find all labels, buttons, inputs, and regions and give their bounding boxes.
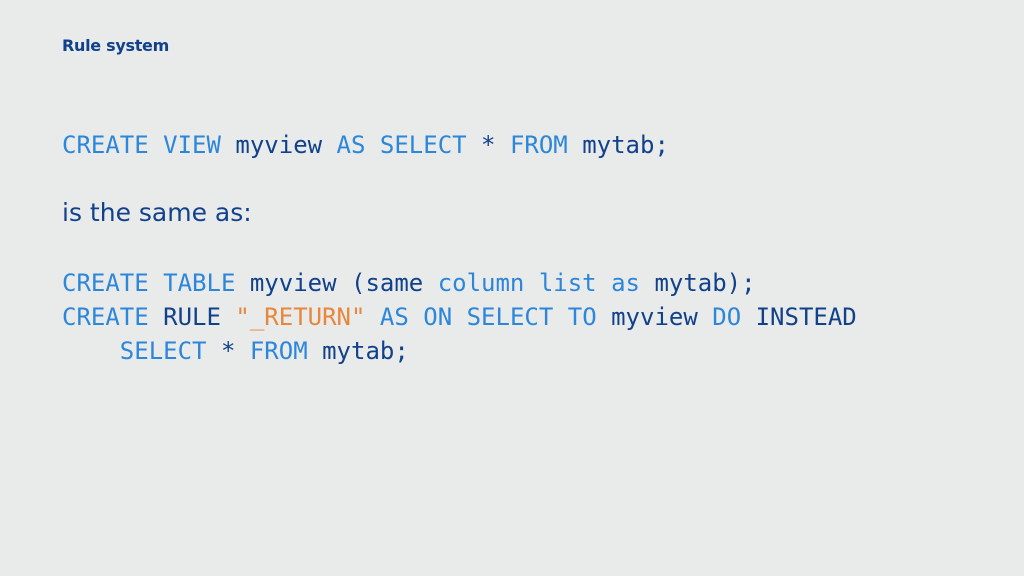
code-token-keyword: CREATE TABLE [62, 269, 250, 297]
code-line: CREATE TABLE myview (same column list as… [62, 266, 857, 300]
code-line: CREATE VIEW myview AS SELECT * FROM myta… [62, 128, 669, 162]
code-token-keyword: DO [712, 303, 756, 331]
code-token-identifier: * [481, 131, 510, 159]
code-token-identifier: mytab; [582, 131, 669, 159]
code-token-identifier: RULE [163, 303, 236, 331]
slide-title: Rule system [62, 36, 169, 55]
code-token-identifier: mytab; [322, 337, 409, 365]
code-block-create-rule: CREATE TABLE myview (same column list as… [62, 266, 857, 368]
code-token-keyword: AS SELECT [336, 131, 482, 159]
code-token-keyword: FROM [509, 131, 583, 159]
code-line: SELECT * FROM mytab; [62, 334, 857, 368]
code-token-identifier: myview [235, 131, 337, 159]
code-token-identifier: mytab); [654, 269, 756, 297]
code-token-identifier: * [220, 337, 250, 365]
code-token-keyword: SELECT [62, 337, 221, 365]
code-token-keyword: column list as [437, 269, 655, 297]
code-line: CREATE RULE "_RETURN" AS ON SELECT TO my… [62, 300, 857, 334]
code-token-identifier: INSTEAD [755, 303, 857, 331]
code-token-keyword: AS ON SELECT TO [379, 303, 612, 331]
slide-note: is the same as: [62, 198, 252, 227]
code-token-keyword: FROM [249, 337, 323, 365]
code-token-keyword: CREATE [62, 303, 164, 331]
code-block-create-view: CREATE VIEW myview AS SELECT * FROM myta… [62, 128, 669, 162]
code-token-keyword: CREATE VIEW [62, 131, 236, 159]
code-token-identifier: myview (same [249, 269, 438, 297]
code-token-identifier: myview [611, 303, 713, 331]
code-token-string: "_RETURN" [235, 303, 380, 331]
